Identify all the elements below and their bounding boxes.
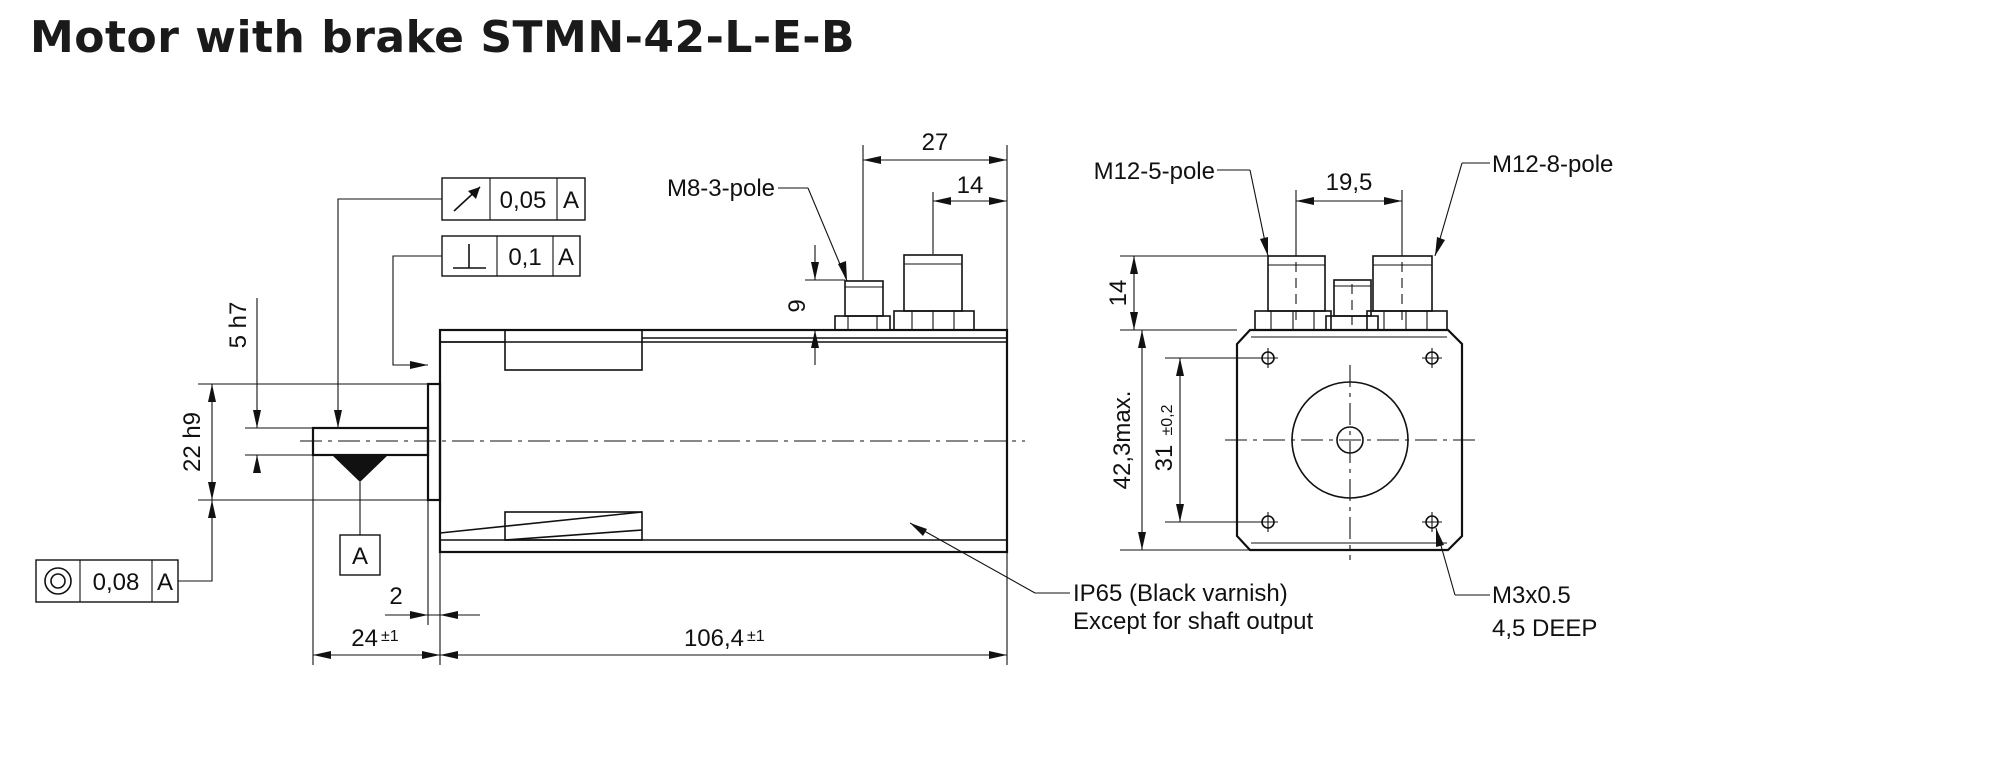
dim-42-3: 42,3max. [1109,330,1250,551]
svg-text:A: A [558,244,574,271]
svg-text:4,5 DEEP: 4,5 DEEP [1492,615,1597,642]
svg-text:31: 31 [1151,445,1178,472]
svg-text:0,08: 0,08 [93,569,140,596]
svg-text:0,1: 0,1 [508,244,541,271]
callout-ip65: IP65 (Black varnish) Except for shaft ou… [909,522,1313,635]
dim-22h9: 22 h9 [179,383,428,501]
dim-31: 31 ±0,2 [1151,357,1262,523]
svg-text:IP65 (Black varnish): IP65 (Black varnish) [1073,580,1288,607]
svg-text:27: 27 [922,129,949,156]
svg-text:24: 24 [351,625,378,652]
svg-text:42,3max.: 42,3max. [1109,391,1136,490]
svg-text:2: 2 [389,583,402,610]
svg-text:9: 9 [784,299,811,312]
dim-9: 9 [784,245,845,365]
dim-5h7: 5 h7 [225,298,313,473]
svg-text:19,5: 19,5 [1326,169,1373,196]
svg-text:A: A [352,543,368,570]
svg-text:A: A [157,569,173,596]
dim-19-5: 19,5 [1295,169,1403,256]
dim-106: 106,4 ±1 [440,552,1008,665]
connector-m12 [893,254,975,331]
connector-m12-8 [1366,255,1448,331]
dim-24: 24 ±1 [312,455,440,665]
svg-text:14: 14 [1105,280,1132,307]
callout-m12-5: M12-5-pole [1094,158,1269,257]
dim-2: 2 [385,500,480,665]
svg-text:22 h9: 22 h9 [179,412,206,472]
svg-text:±0,2: ±0,2 [1159,404,1176,435]
datum-a: A [332,455,388,576]
dim-14-side: 14 [932,172,1007,254]
connector-m12-5 [1254,255,1332,331]
runout-tolerance-frame: 0,05 A [334,177,586,428]
side-view: 27 14 9 M8-3-pole [35,129,1313,665]
svg-text:5 h7: 5 h7 [225,302,252,349]
callout-m3: M3x0.5 4,5 DEEP [1435,527,1597,642]
mounting-hole [1422,512,1442,532]
dim-27: 27 [862,129,1008,330]
page-title: Motor with brake STMN-42-L-E-B [30,12,856,63]
concentricity-tolerance-frame: 0,08 A [35,500,216,603]
svg-text:M8-3-pole: M8-3-pole [667,175,775,202]
svg-text:M12-5-pole: M12-5-pole [1094,158,1215,185]
svg-text:±1: ±1 [381,628,399,645]
concentricity-icon [44,567,72,595]
svg-text:M12-8-pole: M12-8-pole [1492,151,1613,178]
perpendicular-icon [453,244,486,269]
svg-text:0,05: 0,05 [500,187,547,214]
mounting-hole [1422,348,1442,368]
svg-text:±1: ±1 [747,628,765,645]
runout-arrow-icon [453,186,481,212]
dim-14-end: 14 [1105,255,1268,331]
shaft [311,382,442,502]
perpendicularity-tolerance-frame: 0,1 A [392,235,581,369]
end-view: 19,5 14 42,3max. 31 ±0,2 [1094,151,1614,642]
callout-m12-8: M12-8-pole [1434,151,1613,257]
svg-text:M3x0.5: M3x0.5 [1492,582,1571,609]
svg-text:Except for shaft output: Except for shaft output [1073,608,1313,635]
svg-text:14: 14 [957,172,984,199]
callout-m8: M8-3-pole [667,175,848,282]
connector-m8 [834,280,891,331]
svg-text:106,4: 106,4 [684,625,744,652]
svg-text:A: A [563,187,579,214]
